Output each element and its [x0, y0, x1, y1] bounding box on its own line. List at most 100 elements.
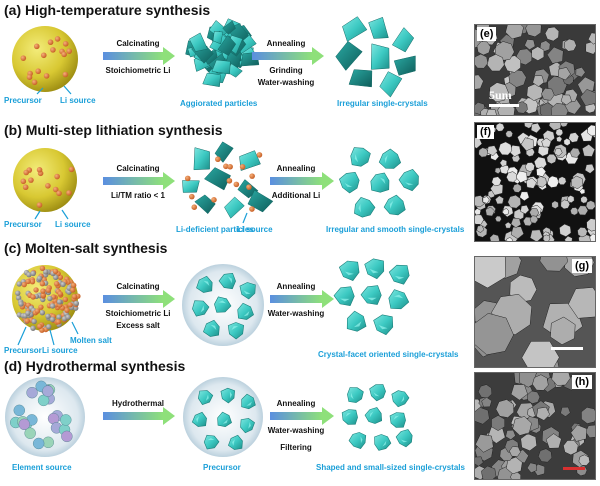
molten-salt-dot	[37, 276, 42, 281]
irregular-crystal	[349, 70, 372, 87]
agglomerated-shard	[203, 73, 221, 87]
sem-grain	[543, 235, 550, 241]
process-arrow-a2	[252, 52, 312, 60]
molten-salt-dot	[30, 271, 35, 276]
li-source-dot	[240, 164, 246, 170]
section-title-a: (a) High-temperature synthesis	[4, 2, 210, 18]
element-particle	[27, 387, 38, 398]
element-particle	[42, 386, 53, 397]
step-label: Excess salt	[93, 320, 183, 332]
small-sized-crystals	[342, 385, 412, 451]
facet-crystal	[365, 259, 384, 279]
step-label: Hydrothermal	[93, 398, 183, 410]
li-source-dot	[234, 182, 240, 188]
facet-crystal	[339, 261, 359, 281]
li-source-dot	[54, 281, 59, 286]
li-source-dot	[41, 52, 47, 58]
facet-crystal	[389, 265, 409, 284]
sem-grain	[564, 39, 576, 51]
sem-image-e: (e) 5um	[474, 24, 596, 116]
sem-texture	[475, 257, 595, 367]
small-crystal	[347, 388, 363, 403]
li-source-label: Li source	[237, 225, 273, 234]
sem-image-f: (f)	[474, 122, 596, 242]
li-source-dot	[35, 308, 40, 313]
precursor-label: Precursor	[203, 463, 241, 472]
li-source-dot	[40, 288, 45, 293]
small-crystal	[375, 434, 391, 450]
li-source-dot	[25, 279, 30, 284]
molten-salt-dot	[17, 281, 22, 286]
sem-grain	[496, 123, 504, 131]
pointer-line	[243, 213, 247, 223]
precursor-label: Precursor	[4, 346, 42, 355]
agglomerated-label: Aggiorated particles	[180, 99, 257, 108]
pointer-line	[35, 211, 40, 219]
li-source-dot	[191, 204, 197, 210]
li-source-dot	[61, 52, 67, 58]
li-source-dot	[64, 307, 69, 312]
li-source-dot	[35, 68, 41, 74]
li-source-dot	[66, 190, 72, 196]
molten-salt-dot	[40, 310, 45, 315]
sem-grain	[556, 129, 563, 136]
precursor-label: Precursor	[4, 96, 42, 105]
li-source-dot	[58, 291, 63, 296]
li-source-dot	[67, 302, 72, 307]
section-title-c: (c) Molten-salt synthesis	[4, 240, 167, 256]
molten-salt-dot	[50, 317, 55, 322]
li-source-dot	[28, 177, 34, 183]
section-title-d: (d) Hydrothermal synthesis	[4, 358, 185, 374]
li-source-dot	[48, 39, 54, 45]
step-label: Water-washing	[251, 308, 341, 320]
pointer-line	[72, 322, 78, 334]
small-crystal	[390, 413, 406, 428]
li-source-dot	[185, 176, 191, 182]
step-label: Calcinating	[93, 38, 183, 50]
panel-tag-h: (h)	[572, 375, 592, 389]
process-arrow-c2	[270, 295, 322, 303]
smooth-single-crystals	[339, 148, 418, 218]
scale-bar	[563, 467, 585, 470]
sem-grain	[578, 227, 588, 237]
li-source-dot	[34, 44, 40, 50]
step-label: Annealing	[251, 398, 341, 410]
li-source-dot	[227, 164, 233, 170]
pointer-line	[64, 86, 71, 94]
small-crystal	[365, 408, 382, 424]
panel-tag-g: (g)	[572, 259, 592, 273]
irregular-crystal	[342, 17, 367, 42]
shaped-label: Shaped and small-sized single-crystals	[316, 463, 465, 472]
li-source-dot	[25, 318, 30, 323]
li-source-dot	[23, 170, 29, 176]
process-arrow-b2	[270, 177, 322, 185]
irregular-crystal	[392, 28, 414, 53]
molten-salt-dot	[15, 290, 20, 295]
molten-salt-dot	[74, 301, 79, 306]
li-source-dot	[46, 287, 51, 292]
li-source-label: Li source	[60, 96, 96, 105]
li-deficient-particle	[224, 197, 244, 218]
smooth-crystal	[371, 173, 389, 192]
sem-grain	[513, 184, 522, 193]
small-crystal	[349, 432, 366, 448]
scale-bar	[489, 104, 519, 107]
li-source-label: Li source	[55, 220, 91, 229]
process-arrow-b1	[103, 177, 163, 185]
step-label: Annealing	[251, 163, 341, 175]
small-crystal	[392, 391, 409, 407]
sem-grain	[570, 208, 578, 216]
molten-salt-dot	[25, 310, 30, 315]
panel-tag-f: (f)	[477, 125, 494, 139]
irregular-single-crystals	[336, 17, 416, 98]
li-source-dot	[23, 184, 29, 190]
step-label: Calcinating	[93, 281, 183, 293]
facet-crystal	[361, 286, 381, 305]
irregular-crystal	[336, 41, 363, 70]
molten-salt-dot	[31, 319, 36, 324]
step-label: Annealing	[241, 38, 331, 50]
sem-grain	[552, 201, 559, 209]
smooth-crystal	[354, 197, 375, 217]
sem-image-g: (g)	[474, 256, 596, 368]
